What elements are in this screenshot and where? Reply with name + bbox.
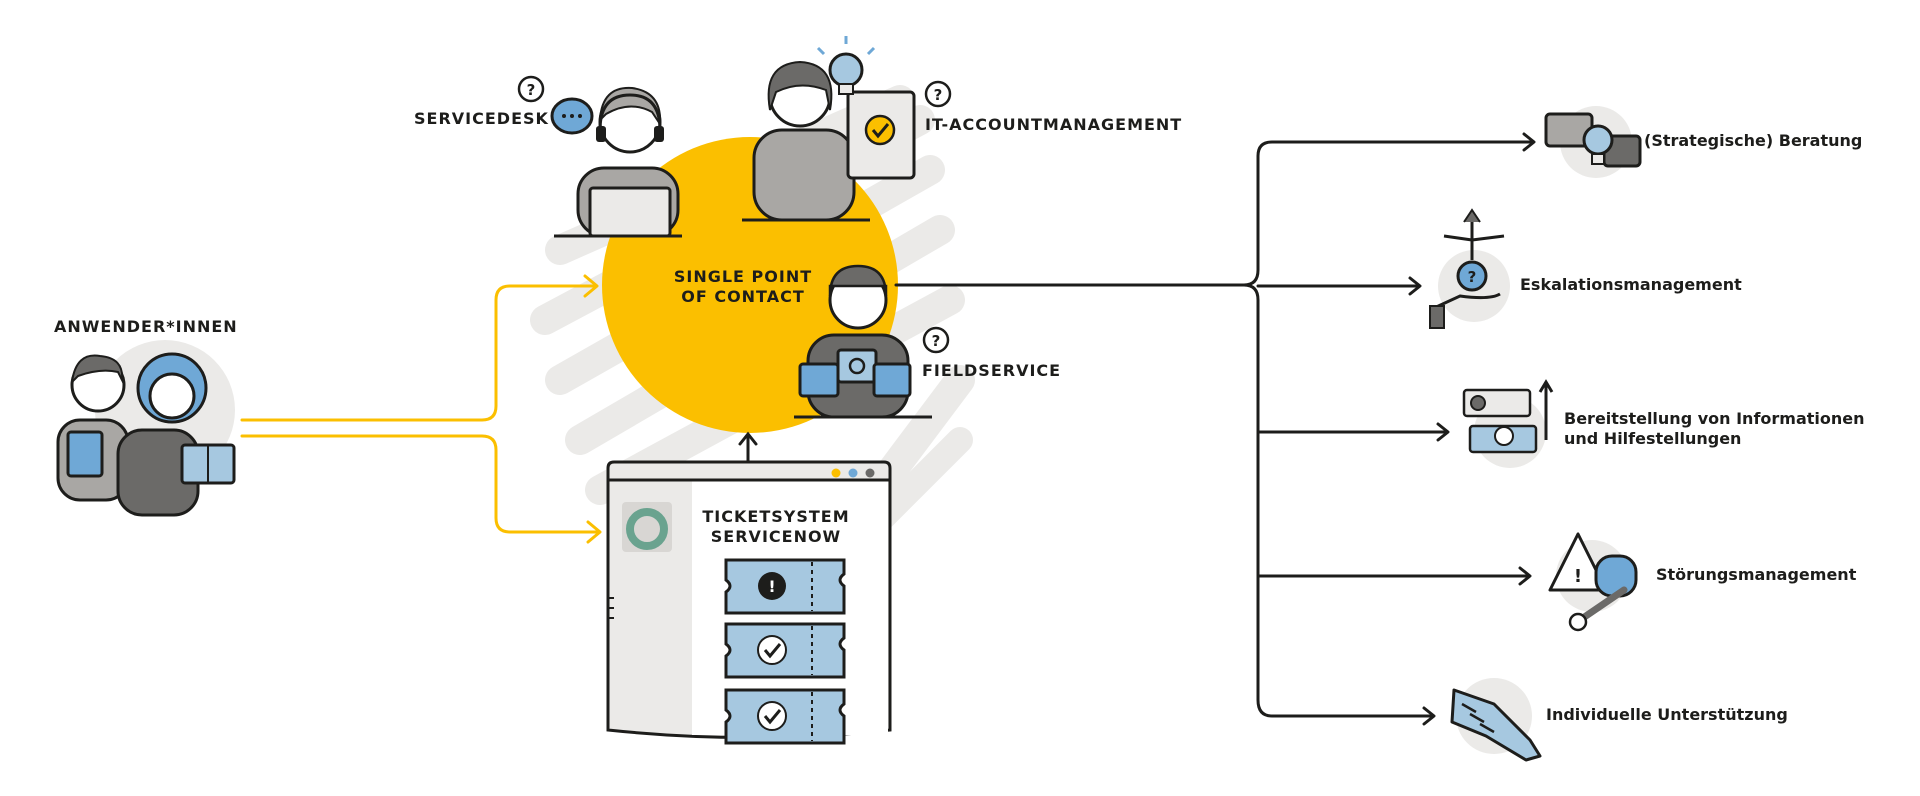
svg-text:!: ! xyxy=(1574,566,1582,587)
chat-bubble-icon xyxy=(550,97,594,135)
svg-text:?: ? xyxy=(934,86,943,104)
fieldservice-label: FIELDSERVICE xyxy=(922,361,1061,380)
servicedesk-illustration xyxy=(554,86,682,238)
svg-text:?: ? xyxy=(527,81,536,99)
service-connectors xyxy=(894,132,1536,726)
handshake-icon xyxy=(1450,688,1542,762)
ticketsystem-label-line1: TICKETSYSTEM xyxy=(702,507,849,526)
hub-label-line2: OF CONTACT xyxy=(681,287,805,306)
service-provision-label-line2: und Hilfestellungen xyxy=(1564,429,1741,448)
gear-icon xyxy=(848,357,866,375)
ticket-done xyxy=(724,622,846,679)
hub-label-line1: SINGLE POINT xyxy=(674,267,812,286)
ticket-done xyxy=(724,688,846,745)
ticketsystem-label-line2: SERVICENOW xyxy=(711,527,841,546)
light-bulb-icon xyxy=(816,36,876,95)
svg-text:?: ? xyxy=(1468,268,1477,286)
strategic-consulting-illustration xyxy=(1544,106,1642,178)
it-accountmanagement-label: IT-ACCOUNTMANAGEMENT xyxy=(925,115,1182,134)
incident-illustration: ! xyxy=(1548,532,1638,632)
user-connectors xyxy=(240,274,602,544)
service-provision-label-line1: Bereitstellung von Informationen xyxy=(1564,409,1865,428)
users-label: ANWENDER*INNEN xyxy=(54,317,238,336)
warning-icon: ! xyxy=(1548,532,1608,592)
servicedesk-label: SERVICEDESK xyxy=(414,109,549,128)
ticket-alert: ! xyxy=(724,558,846,615)
question-mark-icon: ? xyxy=(922,326,950,354)
question-mark-icon: ? xyxy=(924,80,952,108)
fieldservice-illustration xyxy=(794,264,932,419)
svg-text:!: ! xyxy=(768,577,775,596)
users-illustration xyxy=(56,340,236,517)
individual-support-illustration xyxy=(1450,678,1542,762)
it-accountmanagement-illustration xyxy=(742,60,916,222)
wrench-icon xyxy=(1568,586,1628,632)
service-escalation-label: Eskalationsmanagement xyxy=(1520,275,1742,294)
service-incident-label: Störungsmanagement xyxy=(1656,565,1857,584)
question-mark-icon: ? xyxy=(517,75,545,103)
service-individual-support-label: Individuelle Unterstützung xyxy=(1546,705,1788,724)
svg-text:?: ? xyxy=(932,332,941,350)
service-strategic-consulting-label: (Strategische) Beratung xyxy=(1644,131,1862,150)
provision-illustration xyxy=(1462,379,1554,468)
escalation-illustration: ? xyxy=(1429,208,1510,329)
